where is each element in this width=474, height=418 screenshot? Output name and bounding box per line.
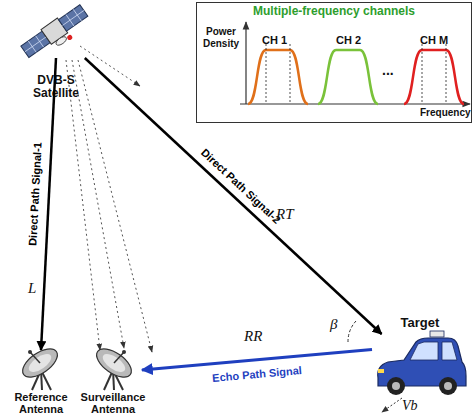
wheel-hub <box>444 382 452 390</box>
feed-horn <box>122 350 126 354</box>
dish-shading <box>100 351 128 376</box>
band-edges <box>266 44 446 104</box>
node-text-group: Multiple-frequency channels <box>196 5 472 18</box>
node-label: Multiple-frequency channels <box>196 5 472 18</box>
antenna-dish <box>92 343 136 382</box>
car-icon <box>378 331 466 395</box>
car-wheel <box>387 377 405 395</box>
plot-label: Frequency <box>420 107 471 119</box>
math-symbol: β <box>330 316 337 333</box>
node-label: DVB-S Satellite <box>21 74 91 100</box>
band-edge <box>446 44 447 104</box>
car-wheel <box>439 377 457 395</box>
dotted-ray <box>66 60 100 350</box>
node-text-group: Reference Antenna <box>8 391 74 415</box>
satellite-node: DVB-S Satellite <box>20 4 92 58</box>
math-symbol: RR <box>244 328 262 345</box>
math-symbol: Vb <box>402 398 418 414</box>
antenna-node: Reference Antenna <box>12 350 70 390</box>
surveillance-antenna-icon <box>92 343 136 390</box>
signal-label: Echo Path Signal <box>212 364 303 384</box>
wheel-hub <box>392 382 400 390</box>
antenna-node: Surveillance Antenna <box>84 350 142 390</box>
taxi-sign <box>430 331 444 337</box>
feed-arm <box>114 352 124 363</box>
math-symbol: L <box>28 280 36 297</box>
plot-label: CH 2 <box>336 34 361 47</box>
plot-label: CH 1 <box>262 34 287 47</box>
plot-label: Power Density <box>198 26 244 50</box>
frequency-axis <box>240 103 470 104</box>
velocity-arrow <box>382 398 402 412</box>
node-text-group: DVB-S Satellite <box>21 74 91 100</box>
plot-label: CH M <box>420 34 448 47</box>
band-edge <box>266 44 267 104</box>
satellite-icon <box>20 3 94 65</box>
signal-path <box>85 58 382 334</box>
satellite-beacon <box>66 34 73 41</box>
feed-arm <box>30 352 40 363</box>
inset-panel: Multiple-frequency channels <box>196 2 472 123</box>
angle-arc <box>348 321 356 342</box>
node-label: Surveillance Antenna <box>74 391 152 415</box>
node-label: Target <box>380 316 460 330</box>
dotted-ray <box>78 60 152 352</box>
math-symbol: RT <box>276 206 294 223</box>
antenna-dish <box>18 343 62 382</box>
node-text-group: Target <box>380 316 460 330</box>
channel-spectrum <box>404 50 464 104</box>
signal-path <box>41 58 56 350</box>
solar-panel <box>59 5 88 31</box>
dotted-ray <box>72 60 124 348</box>
channel-spectrum <box>318 50 378 104</box>
node-label: Reference Antenna <box>8 391 74 415</box>
car-headlight <box>378 369 384 373</box>
node-text-group: Surveillance Antenna <box>74 391 152 415</box>
satellite-dish <box>55 35 68 47</box>
dotted-ray <box>80 46 140 86</box>
band-edge <box>422 44 423 104</box>
feed-horn <box>28 350 32 354</box>
dotted-rays <box>66 46 152 352</box>
signal-label: Direct Path Signal-2 <box>199 146 283 226</box>
band-edge <box>290 44 291 104</box>
panel-grid <box>63 10 84 25</box>
channel-spectrum <box>248 50 308 104</box>
signal-label: Direct Path Signal-1 <box>26 142 43 246</box>
dish-shading <box>26 351 54 376</box>
spectrum-plot <box>240 22 470 104</box>
reference-antenna-icon <box>18 343 62 390</box>
power-axis <box>245 22 246 104</box>
plot-label: ... <box>382 62 394 78</box>
car-window <box>442 342 457 360</box>
signal-path <box>142 350 372 371</box>
target-node: Target <box>372 334 468 396</box>
car-window <box>410 342 438 360</box>
panel-grid <box>25 37 46 52</box>
